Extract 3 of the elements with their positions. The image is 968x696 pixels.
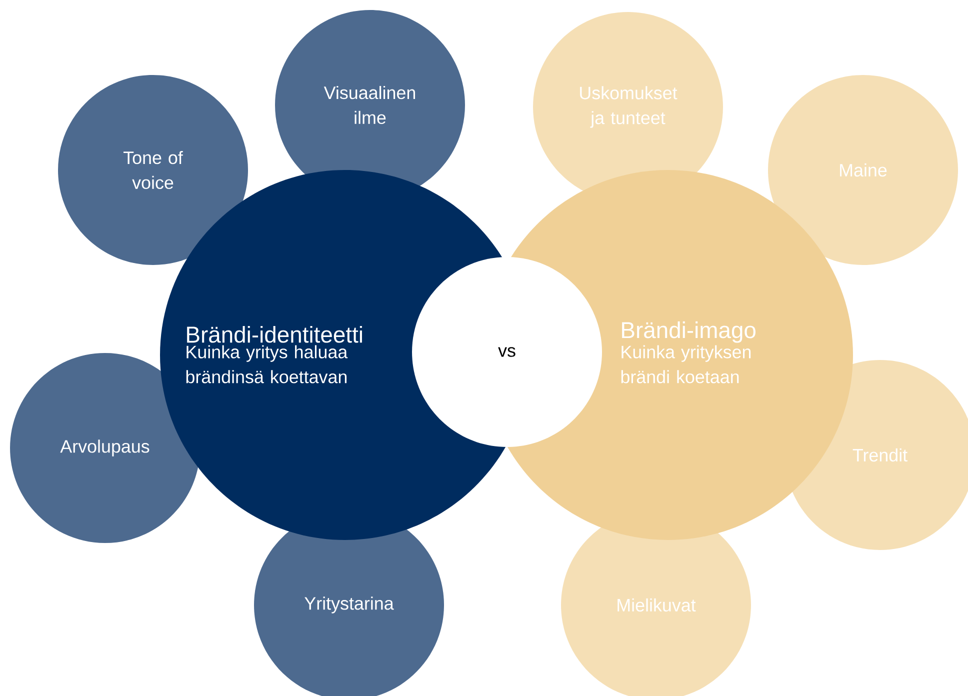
description: Kuinka yrityksen brändi koetaan — [621, 345, 751, 384]
heading: Brändi-identiteetti — [187, 326, 362, 343]
heading: Brändi-imago — [622, 321, 756, 343]
